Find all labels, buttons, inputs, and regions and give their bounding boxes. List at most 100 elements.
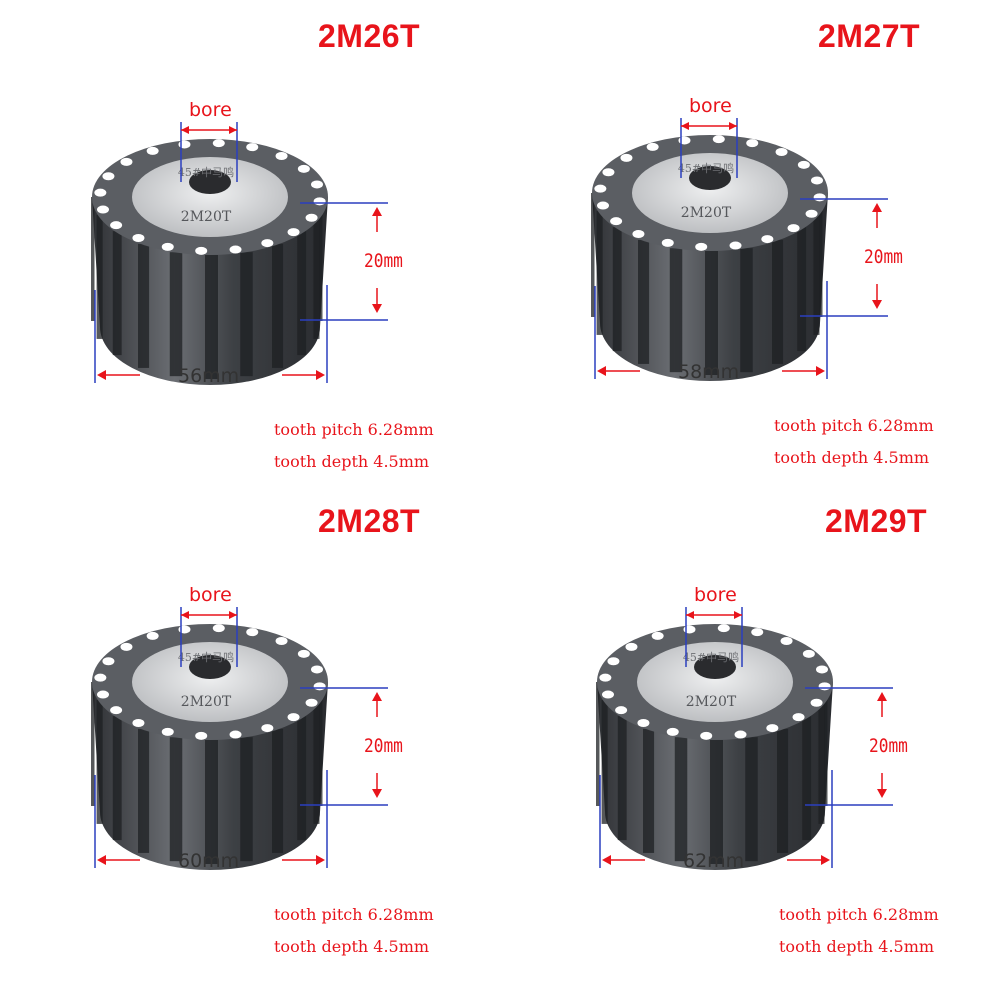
tooth-notch xyxy=(246,143,259,152)
tooth-notch xyxy=(761,235,774,244)
tooth-groove xyxy=(601,699,608,824)
spec-block: tooth pitch 6.28mm tooth depth 4.5mm xyxy=(779,899,939,963)
height-label: 20mm xyxy=(364,735,403,757)
tooth-notch xyxy=(97,690,110,699)
tooth-groove xyxy=(91,197,95,321)
tooth-notch xyxy=(94,673,107,682)
diameter-dimension xyxy=(599,770,833,868)
tooth-notch xyxy=(815,665,828,674)
gear-marking-line2: 2M20T xyxy=(181,209,232,225)
tooth-notch xyxy=(597,201,610,210)
gear-photo: 45#中马鸣 2M20T xyxy=(91,122,388,385)
diameter-dimension xyxy=(94,770,328,868)
height-dimension xyxy=(805,687,893,806)
gear-photo: 45#中马鸣 2M20T xyxy=(91,607,388,870)
tooth-notch xyxy=(275,636,288,645)
diameter-arrows xyxy=(97,855,325,865)
gear-hub-face xyxy=(132,157,288,237)
tooth-notch xyxy=(615,706,628,715)
tooth-notch xyxy=(102,172,115,181)
diameter-dimension xyxy=(594,281,828,379)
tooth-notch xyxy=(132,719,145,728)
tooth-notch xyxy=(161,242,174,251)
model-title: 2M29T xyxy=(825,503,928,539)
tooth-groove xyxy=(745,737,758,862)
tooth-groove xyxy=(637,239,650,364)
bore-arrows xyxy=(681,122,737,130)
tooth-notch xyxy=(132,234,145,243)
bore-arrows xyxy=(181,611,237,619)
tooth-groove xyxy=(669,248,683,373)
tooth-groove xyxy=(596,682,600,806)
height-arrows xyxy=(372,207,382,313)
tooth-notch xyxy=(161,727,174,736)
gear-panel-2m26t: 45#中马鸣 2M20T xyxy=(0,0,500,500)
bore-dimension xyxy=(680,118,738,178)
diameter-label: 58mm xyxy=(678,361,740,383)
gear-marking-line2: 2M20T xyxy=(686,694,737,710)
gear-marking-line1: 45#中马鸣 xyxy=(178,650,234,664)
tooth-notch xyxy=(651,631,664,640)
tooth-notch xyxy=(797,160,810,169)
tooth-notch xyxy=(746,139,759,148)
tooth-groove xyxy=(319,197,323,321)
model-title: 2M27T xyxy=(818,18,921,54)
tooth-notch xyxy=(287,228,300,237)
bore-dimension xyxy=(685,607,743,667)
tooth-groove xyxy=(96,699,103,824)
tooth-notch xyxy=(195,246,208,255)
tooth-notch xyxy=(310,665,323,674)
height-dimension xyxy=(300,202,388,321)
tooth-groove xyxy=(705,251,718,375)
tooth-notch xyxy=(297,164,310,173)
diameter-arrows xyxy=(597,366,825,376)
tooth-notch xyxy=(305,698,318,707)
tooth-notch xyxy=(717,624,730,633)
tooth-groove xyxy=(169,737,183,862)
tooth-notch xyxy=(780,636,793,645)
tooth-groove xyxy=(824,682,828,806)
tooth-groove xyxy=(819,193,823,317)
gear-panel-2m28t: 45#中马鸣 2M20T xyxy=(0,485,500,985)
tooth-notch xyxy=(195,731,208,740)
diameter-label: 60mm xyxy=(178,850,240,872)
bore-hole xyxy=(694,655,736,679)
tooth-groove xyxy=(612,227,622,352)
tooth-depth-text: tooth depth 4.5mm xyxy=(779,937,935,956)
bore-hole xyxy=(189,170,231,194)
tooth-groove xyxy=(740,248,753,373)
gear-marking-line2: 2M20T xyxy=(681,205,732,221)
gear-hub-face xyxy=(637,642,793,722)
bore-arrows xyxy=(181,126,237,134)
tooth-notch xyxy=(146,631,159,640)
tooth-groove xyxy=(96,214,103,339)
tooth-notch xyxy=(734,730,747,739)
tooth-notch xyxy=(261,239,274,248)
tooth-notch xyxy=(212,624,225,633)
tooth-notch xyxy=(775,147,788,156)
gear-photo: 45#中马鸣 2M20T xyxy=(596,607,893,870)
gear-hub-face xyxy=(132,642,288,722)
tooth-notch xyxy=(813,193,826,202)
gear-photo: 45#中马鸣 2M20T xyxy=(591,118,888,381)
bore-label: bore xyxy=(189,584,232,606)
tooth-notch xyxy=(818,682,831,691)
tooth-groove xyxy=(642,728,655,853)
tooth-groove xyxy=(710,740,723,864)
height-arrows xyxy=(372,692,382,798)
tooth-notch xyxy=(594,184,607,193)
tooth-notch xyxy=(646,142,659,151)
tooth-notch xyxy=(310,180,323,189)
height-dimension xyxy=(800,198,888,317)
tooth-groove xyxy=(297,231,307,356)
model-title: 2M28T xyxy=(318,503,421,539)
bore-dimension xyxy=(180,122,238,182)
gear-hub-face xyxy=(632,153,788,233)
tooth-groove xyxy=(272,243,284,368)
bore-hole xyxy=(189,655,231,679)
spec-block: tooth pitch 6.28mm tooth depth 4.5mm xyxy=(774,410,934,474)
height-label: 20mm xyxy=(364,250,403,272)
tooth-notch xyxy=(287,713,300,722)
tooth-notch xyxy=(802,649,815,658)
height-arrows xyxy=(877,692,887,798)
